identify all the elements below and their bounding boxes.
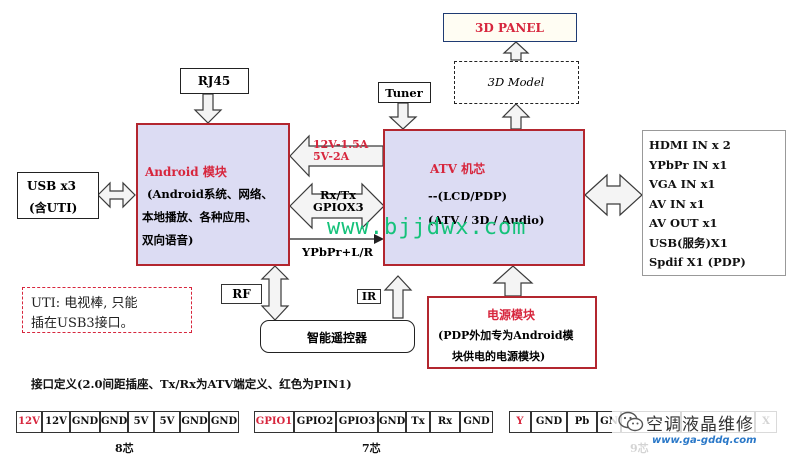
uti-note-line-1: UTI: 电视棒, 只能 (31, 296, 138, 311)
android-line-3: 双向语音) (142, 233, 194, 247)
usb-arrow (97, 181, 136, 209)
io-item: AV IN x1 (649, 196, 705, 211)
pin-cell: GPIO1 (254, 411, 294, 433)
ypbpr-label: YPbPr+L/R (302, 245, 374, 259)
io-item: AV OUT x1 (649, 216, 718, 230)
serial-label: Rx/Tx (320, 188, 357, 202)
pin-cell: GND (100, 411, 128, 433)
io-item: VGA IN x1 (649, 177, 716, 191)
pin-cell: 5V (154, 411, 180, 433)
wechat-icon (618, 411, 644, 432)
android-title: Android 模块 (145, 165, 227, 179)
pin-cell: Tx (406, 411, 430, 433)
tuner-box: Tuner (378, 82, 431, 103)
pin-cell: GPIO2 (294, 411, 336, 433)
panel-label: 3D PANEL (475, 21, 544, 35)
connector-7pin-caption: 7芯 (362, 442, 381, 455)
usb-box: USB x3 (含UTI) (17, 172, 99, 219)
rf-label: RF (232, 287, 251, 301)
rj45-label: RJ45 (197, 74, 231, 88)
power-spec-2: 5V-2A (313, 150, 350, 163)
tuner-arrow (388, 102, 418, 130)
brand-overlay: 空调液晶维修 www.ga-gddq.com (612, 402, 791, 454)
pin-cell: GND (70, 411, 100, 433)
panel-arrow (502, 41, 530, 61)
pin-cell: GND (378, 411, 406, 433)
atv-title: ATV 机芯 (430, 162, 486, 176)
pin-cell: GND (460, 411, 493, 433)
model-box: 3D Model (454, 61, 579, 104)
ypbpr-arrowhead (374, 234, 384, 244)
ir-label-box: IR (357, 289, 381, 304)
pin-cell: GPIO3 (336, 411, 378, 433)
android-module: Android 模块 (Android系统、网络、 本地播放、各种应用、 双向语… (136, 123, 290, 266)
io-list-box: HDMI IN x 2 YPbPr IN x1 VGA IN x1 AV IN … (642, 130, 786, 276)
pin-cell: GND (531, 411, 567, 433)
power-line-1: (PDP外加专为Android模 (438, 329, 574, 342)
brand-name: 空调液晶维修 (646, 415, 754, 435)
io-item: HDMI IN x 2 (649, 138, 731, 152)
remote-box: 智能遥控器 (260, 320, 415, 353)
rf-arrow (260, 265, 290, 321)
io-item: YPbPr IN x1 (649, 157, 728, 172)
pin-cell: GND (209, 411, 239, 433)
atv-line-2: (ATV / 3D / Audio) (428, 213, 545, 227)
connector-8pin-caption: 8芯 (115, 442, 134, 455)
brand-url: www.ga-gddq.com (652, 435, 757, 446)
pin-cell: GND (180, 411, 209, 433)
rj45-box: RJ45 (180, 68, 249, 94)
ir-arrow (383, 275, 413, 319)
power-title: 电源模块 (487, 308, 536, 322)
io-list: HDMI IN x 2 YPbPr IN x1 VGA IN x1 AV IN … (649, 136, 746, 273)
io-arrow (584, 173, 643, 217)
io-item: USB(服务)X1 (649, 235, 728, 250)
pin-cell: 5V (128, 411, 154, 433)
pin-cell: Rx (430, 411, 460, 433)
connector-title: 接口定义(2.0间距插座、Tx/Rx为ATV端定义、红色为PIN1) (31, 377, 352, 391)
tuner-label: Tuner (385, 86, 423, 100)
power-module-arrow (492, 265, 534, 297)
rf-label-box: RF (221, 284, 262, 304)
panel-box: 3D PANEL (443, 13, 577, 42)
atv-line-1: --(LCD/PDP) (428, 189, 508, 203)
android-line-2: 本地播放、各种应用、 (142, 210, 257, 224)
model-label: 3D Model (487, 75, 545, 89)
pin-cell: 12V (16, 411, 42, 433)
power-module: 电源模块 (PDP外加专为Android模 块供电的电源模块) (427, 296, 597, 369)
remote-label: 智能遥控器 (306, 331, 367, 345)
power-spec-1: 12V-1.5A (313, 138, 369, 151)
power-line-2: 块供电的电源模块) (452, 350, 546, 363)
io-item: Spdif X1 (PDP) (649, 255, 746, 269)
uti-note-line-2: 插在USB3接口。 (31, 316, 134, 331)
android-line-1: (Android系统、网络、 (147, 187, 273, 201)
pin-cell: Pb (567, 411, 597, 433)
atv-module: ATV 机芯 --(LCD/PDP) (ATV / 3D / Audio) (383, 129, 585, 266)
watermark-text: www.bjjdwx.com (327, 215, 527, 240)
usb-sublabel: (含UTI) (29, 201, 78, 215)
pin-cell: Y (509, 411, 531, 433)
model-arrow (501, 103, 531, 130)
usb-label: USB x3 (27, 179, 76, 193)
rj45-arrow (193, 93, 223, 124)
gpio-label: GPIOX3 (313, 200, 364, 214)
uti-note: UTI: 电视棒, 只能 插在USB3接口。 (22, 287, 192, 333)
ir-label: IR (361, 290, 377, 303)
pin-cell: 12V (42, 411, 70, 433)
